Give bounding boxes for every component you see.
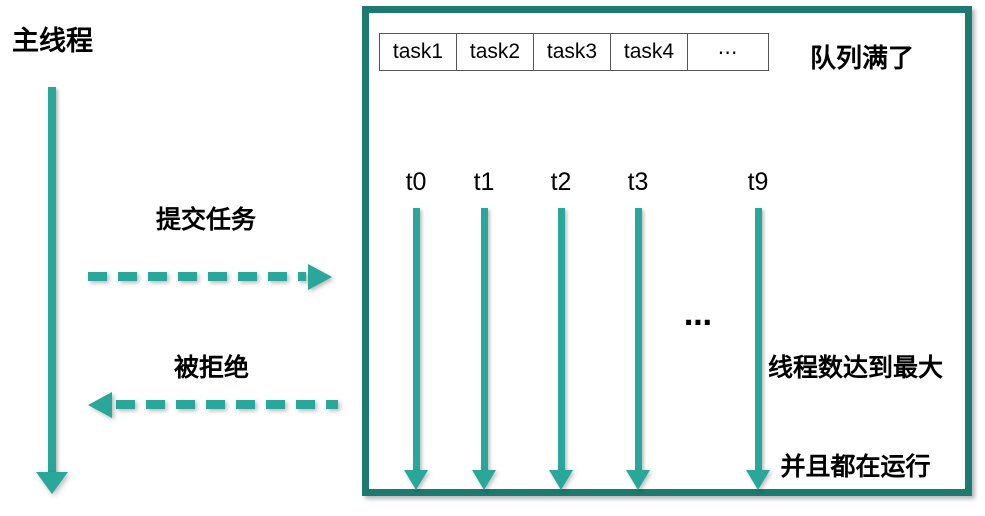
submit-task-arrow-right-icon xyxy=(308,264,332,290)
main-thread-title: 主线程 xyxy=(12,26,93,57)
worker-lifeline-t9 xyxy=(755,208,762,473)
pool-note-line-2: 并且都在运行 xyxy=(780,452,931,481)
main-thread-arrowhead-icon xyxy=(36,472,68,494)
worker-label-t0: t0 xyxy=(405,168,427,196)
main-thread-lifeline xyxy=(48,87,56,475)
submit-task-label: 提交任务 xyxy=(156,205,257,234)
worker-lifeline-t0 xyxy=(413,208,420,473)
worker-arrowhead-t1-icon xyxy=(472,470,496,490)
rejected-label: 被拒绝 xyxy=(174,353,250,382)
queue-cell: task4 xyxy=(611,34,688,70)
pool-saturated-note: 线程数达到最大 并且都在运行 xyxy=(768,285,943,516)
worker-lifeline-t3 xyxy=(635,208,642,473)
rejected-arrow-left-icon xyxy=(88,392,112,418)
queue-cell: task2 xyxy=(457,34,534,70)
queue-full-label: 队列满了 xyxy=(810,44,915,74)
queue-cell-ellipsis: ⋯ xyxy=(717,41,739,64)
worker-lifeline-t1 xyxy=(481,208,488,473)
worker-arrowhead-t3-icon xyxy=(626,470,650,490)
rejected-dashed-line xyxy=(116,400,338,409)
queue-cell: task1 xyxy=(380,34,457,70)
worker-label-t2: t2 xyxy=(550,168,572,196)
worker-label-t1: t1 xyxy=(473,168,495,196)
worker-label-t3: t3 xyxy=(627,168,649,196)
thread-pool-box xyxy=(362,6,972,496)
worker-arrowhead-t2-icon xyxy=(549,470,573,490)
worker-arrowhead-t0-icon xyxy=(404,470,428,490)
queue-cell: task3 xyxy=(534,34,611,70)
submit-task-dashed-line xyxy=(88,272,306,281)
worker-gap-ellipsis: ⋯ xyxy=(684,307,714,338)
pool-note-line-1: 线程数达到最大 xyxy=(768,353,944,382)
worker-arrowhead-t9-icon xyxy=(746,470,770,490)
worker-label-t9: t9 xyxy=(747,168,769,196)
task-queue-table: task1 task2 task3 task4 ⋯ xyxy=(379,33,769,71)
worker-lifeline-t2 xyxy=(558,208,565,473)
